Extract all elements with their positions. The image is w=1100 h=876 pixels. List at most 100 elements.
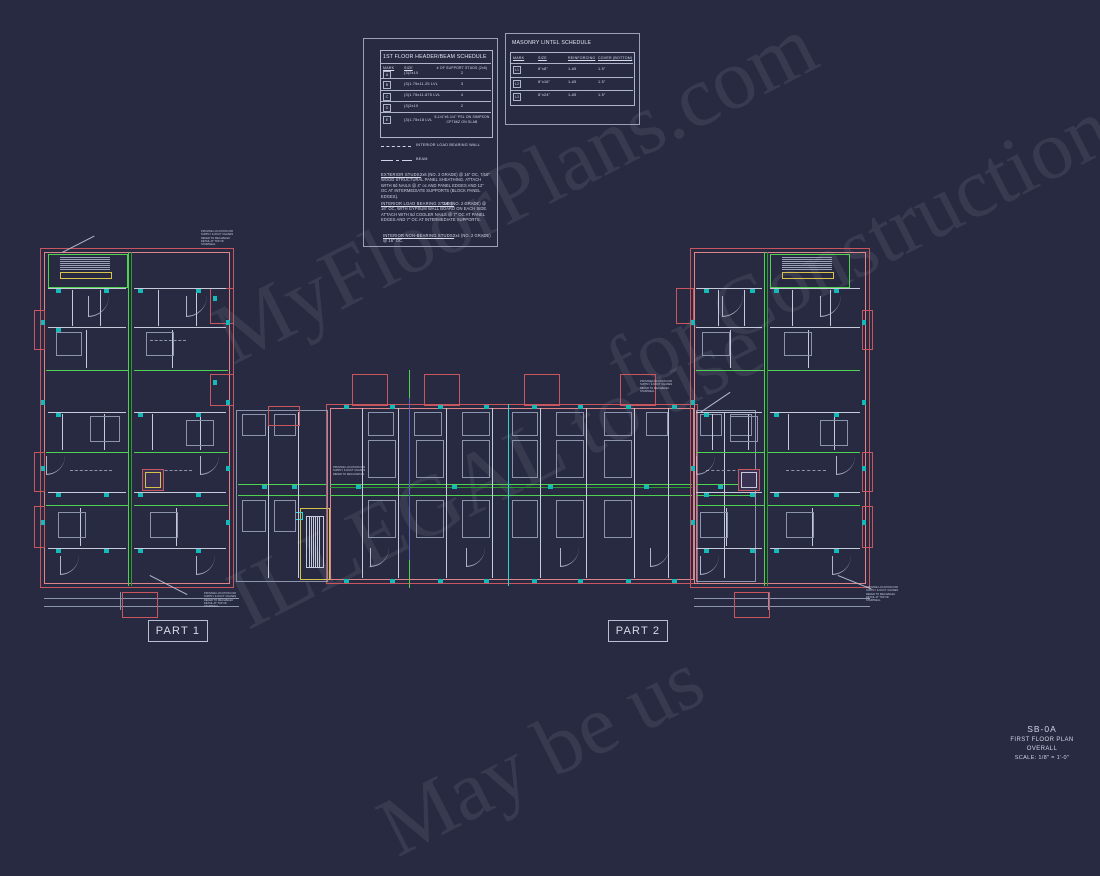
bearing-wall-spine-right-b	[767, 252, 768, 586]
header-row-0-mark: A	[383, 70, 391, 79]
callout-right-2: PROVIDE LOCATION FOR SUPPLY & DUCT CHASE…	[866, 586, 899, 603]
note-0-body: 2x6 (NO. 2 GRADE) @ 16" OC, 7/16" WOOD S…	[381, 172, 490, 199]
header-row-1-studs: 3	[460, 81, 464, 86]
drawing-sheet: MyFloorPlans.com ILLEGAL to use May be u…	[34, 0, 1100, 875]
bay-center-1	[352, 374, 388, 406]
bearing-corridor-bot	[330, 495, 692, 496]
lintel-row-2-size: 8"x24"	[538, 93, 551, 97]
lintel-col-cover: COVER (BOTTOM)	[598, 56, 633, 60]
header-schedule-title: 1ST FLOOR HEADER/BEAM SCHEDULE	[383, 54, 487, 60]
sheet-title-line2: OVERALL	[1026, 746, 1058, 752]
header-row-3-studs: 2	[460, 104, 464, 108]
callout-right-1: PROVIDE LOCATION FOR SUPPLY & DUCT CHASE…	[640, 380, 673, 393]
header-row-0-size: (3)2x10	[404, 71, 419, 75]
header-col-mark: MARK	[383, 66, 395, 70]
bearing-wall-top-unit-right	[770, 254, 850, 288]
bay-left-mid	[34, 452, 45, 492]
bay-right-mid	[210, 374, 234, 406]
header-row-2-size: (3)1.75x11.875 LVL	[404, 93, 441, 97]
note-2-heading: INTERIOR NON-BEARING STUDS:	[383, 233, 455, 238]
lintel-schedule-title: MASONRY LINTEL SCHEDULE	[512, 40, 592, 46]
legend-dashed-line	[381, 146, 411, 147]
header-row-3-size: (3)2x10	[404, 104, 419, 108]
fixture-group-l3	[146, 332, 174, 356]
section-cut-line-2	[508, 404, 509, 586]
connector-corridor-right	[696, 410, 756, 582]
header-row-3-mark: D	[383, 103, 391, 112]
bearing-corridor-top	[330, 484, 692, 485]
header-row-4-mark: E	[383, 116, 391, 124]
exterior-wall-right-tower-inner	[694, 252, 866, 584]
legend-beam-line-b	[396, 160, 399, 161]
lintel-row-1-size: 8"x16"	[538, 80, 551, 84]
header-col-studs: # OF SUPPORT STUDS (2x6)	[436, 66, 488, 70]
foundation-pad-right	[734, 592, 770, 618]
header-schedule-table	[380, 50, 493, 138]
header-col-size: SIZE	[404, 66, 413, 70]
bay-right2-upper	[862, 310, 873, 350]
exterior-wall-center-inner	[330, 408, 694, 580]
header-row-4-size: (3)1.75x18 LVL	[404, 118, 433, 122]
bay-center-4	[620, 374, 656, 406]
bay-left-upper	[34, 310, 45, 350]
bay-left2-upper	[676, 288, 694, 324]
exterior-wall-center-bar	[326, 404, 698, 584]
callout-left-1: PROVIDE LOCATION FOR SUPPLY & DUCT CHASE…	[201, 230, 234, 247]
header-row-4-studs: 5-1/4"x5-1/4" PSL ON SIMPSON CPT66Z ON S…	[434, 115, 490, 124]
part-2-label: PART 2	[608, 620, 668, 642]
floor-truss-hatch-left	[60, 257, 110, 271]
lintel-schedule-table	[510, 52, 635, 106]
watermark-line3: May be us	[363, 632, 718, 875]
lintel-row-0-cover: 1.5"	[598, 66, 606, 71]
exterior-wall-left-tower	[40, 248, 234, 588]
legend-beam-line-c	[402, 160, 412, 161]
column-pad-core-right	[741, 472, 757, 488]
lintel-row-1-mark: L2	[513, 79, 521, 88]
beam-callout-left	[60, 272, 112, 279]
connector-corridor-left	[236, 410, 328, 582]
bearing-wall-spine-left-b	[131, 252, 132, 586]
bay-center-2	[424, 374, 460, 406]
connector-entry-left	[268, 406, 300, 426]
bay-center-3	[524, 374, 560, 406]
header-row-2-mark: C	[383, 92, 391, 101]
sheet-number: SB-0A	[1027, 724, 1057, 734]
column-pad-highlight-left	[142, 469, 164, 491]
lintel-row-1-reinf: 1-#5	[568, 80, 577, 84]
foundation-pad-left	[122, 592, 158, 618]
lintel-col-size: SIZE	[538, 56, 547, 60]
lintel-row-2-reinf: 1-#5	[568, 93, 577, 97]
part-1-label: PART 1	[148, 620, 208, 642]
sheet-scale: SCALE: 1/8" = 1'-0"	[1014, 755, 1070, 761]
legend-label-1: BEAM	[416, 157, 428, 161]
beam-callout-right	[782, 272, 834, 279]
exterior-wall-right-tower	[690, 248, 870, 588]
legend-label-0: INTERIOR LOAD BEARING WALL	[416, 143, 481, 147]
stair-treads	[306, 516, 324, 568]
bearing-wall-top-unit-left	[48, 254, 128, 288]
bay-right-upper	[210, 288, 234, 324]
bearing-wall-spine-left	[128, 252, 129, 586]
lintel-row-2-mark: L3	[513, 92, 521, 101]
note-0-heading: EXTERIOR STUDS:	[381, 172, 422, 177]
header-row-2-studs: 4	[460, 93, 464, 97]
note-1-heading: INTERIOR LOAD BEARING STUDS:	[381, 201, 455, 206]
lintel-col-reinf: REINFORCING	[568, 56, 596, 60]
column-pad-highlight-right	[738, 469, 760, 491]
floor-truss-hatch-right	[782, 257, 832, 271]
lintel-row-2-cover: 1.5"	[598, 93, 606, 97]
section-cut-marker-top	[409, 370, 410, 398]
header-schedule-panel	[363, 38, 498, 247]
section-cut-marker-bot	[409, 560, 410, 588]
exterior-wall-left-tower-inner	[44, 252, 230, 584]
section-cut-line	[409, 378, 410, 588]
legend-beam-line-a	[381, 160, 393, 161]
bay-right2-mid	[862, 452, 873, 492]
note-2-body: 2x4 (NO. 2 GRADE) @ 16" OC.	[383, 233, 491, 244]
fixture-group-l5	[58, 512, 86, 538]
fixture-group-l4	[186, 420, 214, 446]
fixture-group-l2	[90, 416, 120, 442]
bearing-wall-spine-right	[764, 252, 765, 586]
lintel-schedule-panel	[505, 33, 640, 125]
bay-right2-lower	[862, 506, 873, 548]
